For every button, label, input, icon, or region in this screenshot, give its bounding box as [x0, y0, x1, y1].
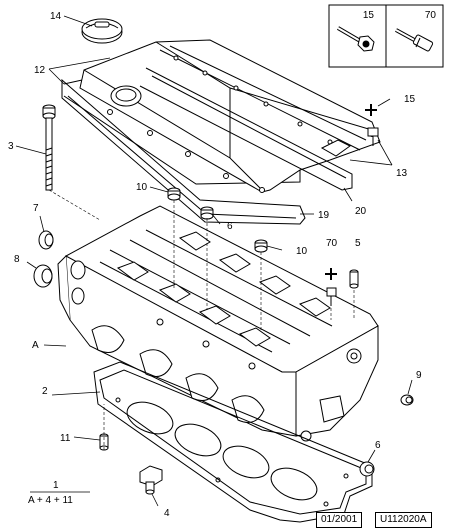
cylinder-head [57, 205, 379, 442]
callout-6-top: 6 [227, 221, 233, 232]
coolant-union-4 [139, 465, 163, 495]
inset-label-15: 15 [363, 10, 375, 21]
callout-70: 70 [326, 238, 338, 249]
kit-formula: A + 4 + 11 [28, 495, 73, 506]
callout-labels: 14 12 3 15 13 10 6 19 20 7 10 70 5 8 A 9… [8, 11, 422, 519]
camshaft-seals [33, 230, 54, 288]
callout-A: A [32, 340, 39, 351]
callout-2: 2 [42, 386, 48, 397]
callout-20: 20 [355, 206, 367, 217]
callout-10-mid: 10 [296, 246, 308, 257]
footer-date: 01/2001 [316, 512, 363, 528]
callout-8: 8 [14, 254, 20, 265]
callout-11: 11 [60, 433, 71, 444]
callout-9: 9 [416, 370, 422, 381]
callout-5: 5 [355, 238, 361, 249]
callout-10-top: 10 [136, 182, 148, 193]
callout-15: 15 [404, 94, 416, 105]
callout-14: 14 [50, 11, 62, 22]
callout-3: 3 [8, 141, 14, 152]
fastener-inset: 15 70 [328, 4, 444, 68]
callout-6-bottom: 6 [375, 440, 381, 451]
leader-lines [15, 15, 413, 507]
dowel-pin [349, 269, 359, 289]
bolt-15 [367, 127, 379, 146]
blanking-plug-9 [400, 394, 414, 406]
cylinder-head-bolt [42, 104, 56, 191]
callout-19: 19 [318, 210, 330, 221]
callout-4: 4 [164, 508, 170, 519]
callout-1: 1 [53, 480, 59, 491]
bolt-70 [326, 287, 337, 306]
callout-7: 7 [33, 203, 39, 214]
bolt-15-illustration [336, 26, 375, 52]
callout-12: 12 [34, 65, 46, 76]
valve-stem-seals [167, 187, 268, 253]
oil-filler-cap [81, 18, 123, 44]
bolt-70-illustration [395, 28, 434, 52]
seal-ring-6 [359, 461, 375, 477]
valve-cover-gasket [139, 67, 353, 191]
footer-reference-code: U112020A [375, 512, 432, 528]
fastener-markers [325, 104, 377, 280]
callout-13: 13 [396, 168, 408, 179]
inset-label-70: 70 [425, 10, 437, 21]
alignment-lines [48, 189, 355, 450]
